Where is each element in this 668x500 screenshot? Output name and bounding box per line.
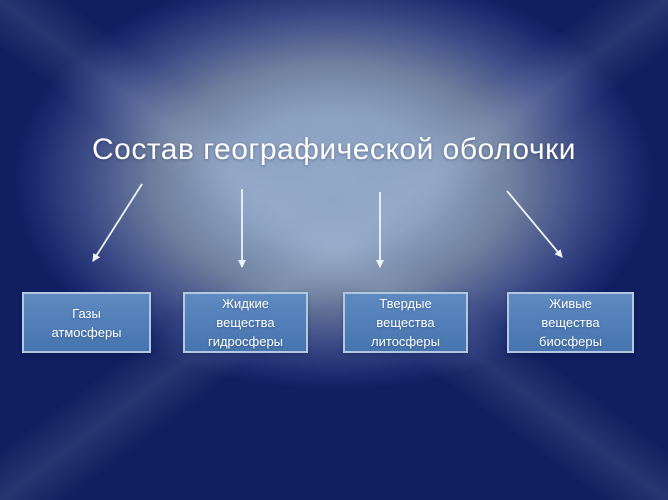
slide-title: Состав географической оболочки xyxy=(92,133,576,166)
box-line: Живые xyxy=(549,296,592,311)
box-line: вещества xyxy=(376,315,435,330)
box-line: вещества xyxy=(541,315,600,330)
box-line: атмосферы xyxy=(51,324,122,340)
arrow-connector xyxy=(92,183,143,262)
box-line: Твердые xyxy=(379,296,432,311)
box-line: Жидкие xyxy=(221,296,270,311)
box-liquid-hydrosphere: Жидкие вещества гидросферы xyxy=(183,292,308,353)
box-line: биосферы xyxy=(539,334,602,349)
arrow-connector xyxy=(506,190,563,258)
box-living-biosphere: Живые вещества биосферы xyxy=(507,292,634,353)
box-gases-atmosphere: Газы атмосферы xyxy=(22,292,151,353)
box-line: гидросферы xyxy=(207,334,284,349)
box-line: литосферы xyxy=(371,334,440,349)
box-solid-lithosphere: Твердые вещества литосферы xyxy=(343,292,468,353)
box-line: вещества xyxy=(216,315,275,330)
box-line: Газы xyxy=(72,305,101,321)
